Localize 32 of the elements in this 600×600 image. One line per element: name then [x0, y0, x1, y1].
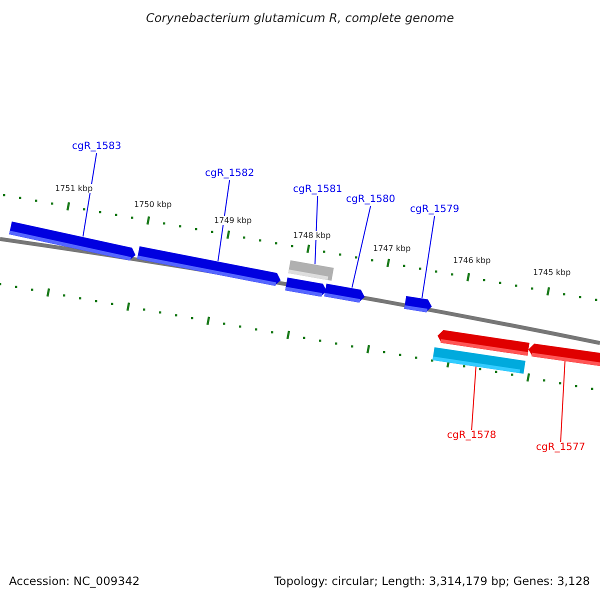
scale-label: 1748 kbp — [292, 231, 332, 240]
gene-bar — [432, 346, 526, 374]
genome-summary-text: Topology: circular; Length: 3,314,179 bp; Genes: 3,128 — [274, 574, 590, 588]
gene-label: cgR_1580 — [346, 194, 396, 205]
gene-label: cgR_1579 — [410, 204, 460, 215]
scale-label: 1751 kbp — [54, 184, 94, 193]
gene-label: cgR_1581 — [293, 184, 342, 195]
gene-label: cgR_1577 — [536, 442, 586, 453]
gene-feature — [9, 221, 137, 261]
accession-text: Accession: NC_009342 — [9, 574, 140, 588]
gene-feature — [324, 283, 366, 303]
leader-line — [82, 152, 98, 237]
leader-line — [471, 366, 476, 430]
gene-label: cgR_1583 — [72, 141, 122, 152]
gene-feature — [284, 277, 328, 297]
scale-label: 1747 kbp — [372, 244, 412, 253]
leader-line — [422, 216, 436, 299]
gene-bar — [288, 260, 334, 280]
leader-line — [218, 180, 230, 262]
leader-line — [314, 196, 318, 265]
leader-line — [560, 360, 566, 442]
scale-label: 1749 kbp — [213, 216, 253, 225]
gene-label: cgR_1578 — [447, 430, 496, 441]
gene-label: cgR_1582 — [205, 168, 254, 179]
title: Corynebacterium glutamicum R, complete genome — [145, 11, 455, 25]
gene-feature — [528, 342, 600, 368]
leader-line — [352, 206, 372, 288]
scale-label: 1746 kbp — [452, 256, 492, 265]
scale-label: 1745 kbp — [532, 268, 572, 277]
scale-label: 1750 kbp — [133, 200, 173, 209]
gene-feature — [404, 295, 432, 313]
gene-feature — [136, 246, 282, 286]
